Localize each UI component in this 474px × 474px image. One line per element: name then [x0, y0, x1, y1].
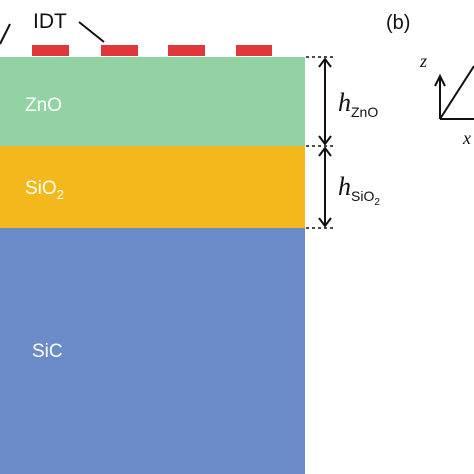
h-zno-label: hZnO [338, 88, 378, 120]
idt-electrodes [32, 45, 272, 56]
h-sio2-var: h [338, 172, 351, 201]
idt-electrode [32, 45, 69, 56]
idt-leader-left [0, 23, 11, 45]
idt-label: IDT [33, 10, 67, 33]
sio2-layer [0, 146, 305, 228]
h-zno-var: h [338, 88, 351, 117]
h-sio2-arrow [318, 146, 332, 228]
h-sio2-sub-sub: 2 [374, 197, 380, 208]
zno-layer [0, 57, 305, 146]
idt-leader-right [78, 21, 105, 43]
h-zno-sub: ZnO [351, 104, 378, 120]
diagonal-axis-line [439, 65, 474, 120]
h-zno-arrow [318, 57, 332, 146]
idt-electrode [168, 45, 205, 56]
thickness-guides [306, 56, 333, 229]
idt-electrode [236, 45, 272, 56]
zno-label: ZnO [25, 95, 62, 116]
z-axis-arrowhead [434, 73, 446, 87]
panel-b-label: (b) [386, 12, 410, 34]
axis-x-label: x [462, 128, 471, 148]
sio2-label-base: SiO [25, 178, 57, 199]
sic-layer [0, 228, 305, 474]
idt-electrode [101, 45, 138, 56]
sic-label: SiC [32, 341, 63, 362]
sio2-label-sub: 2 [57, 187, 64, 202]
h-sio2-label: hSiO2 [338, 172, 380, 208]
axes-icon [434, 65, 474, 120]
h-sio2-sub-base: SiO [351, 188, 374, 204]
axis-z-label: z [419, 51, 427, 71]
sio2-label: SiO2 [25, 178, 64, 202]
